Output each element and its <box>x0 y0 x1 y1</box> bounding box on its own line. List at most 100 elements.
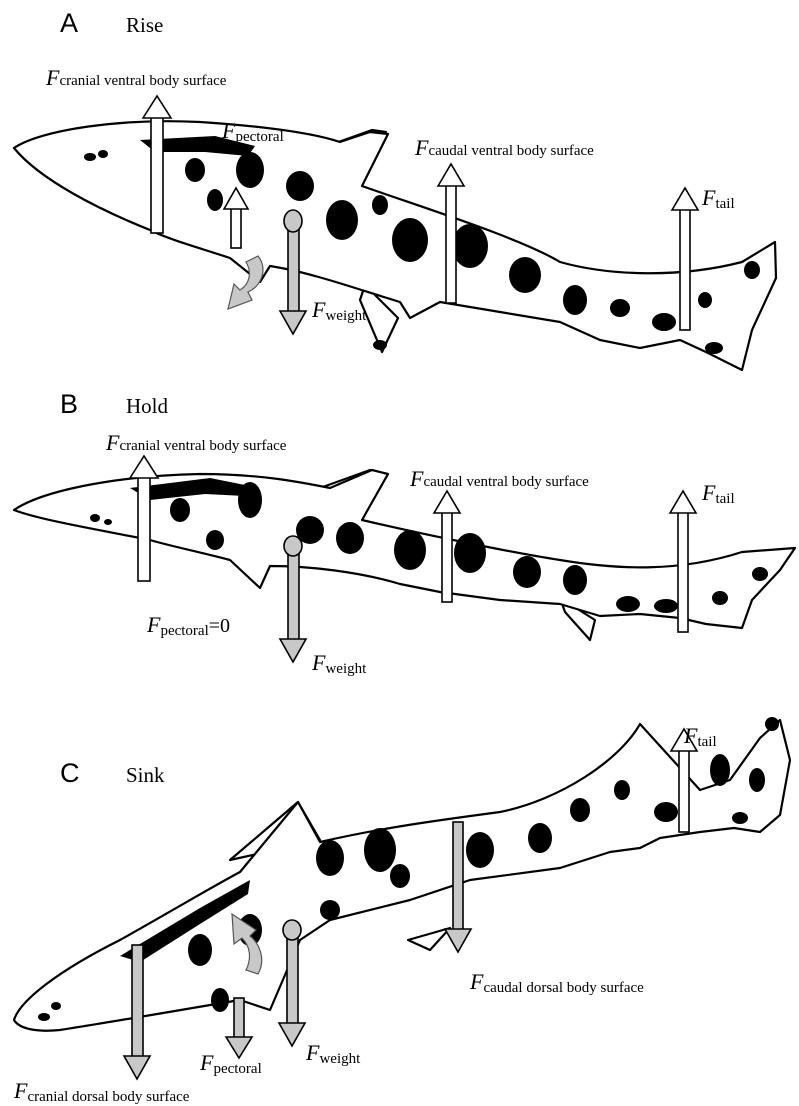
spot <box>752 567 768 581</box>
spot <box>316 840 344 876</box>
spot <box>392 218 428 262</box>
label-tail: Ftail <box>701 185 735 212</box>
label-weight: Fweight <box>311 650 367 677</box>
spot <box>51 1002 61 1010</box>
arrow-shaft <box>132 945 143 1057</box>
spot <box>394 530 426 570</box>
center-of-mass-marker <box>283 920 301 940</box>
arrow-shaft <box>680 209 690 330</box>
spot <box>373 340 387 350</box>
panel-b-letter: B <box>60 389 78 419</box>
shark-body-rise <box>14 121 776 370</box>
arrow-shaft <box>679 750 689 832</box>
label-tail: Ftail <box>701 480 735 507</box>
panel-a-title: Rise <box>126 13 163 37</box>
label-caudal-ventral: Fcaudal ventral body surface <box>414 135 594 160</box>
label-cranial-ventral: Fcranial ventral body surface <box>45 65 227 90</box>
spot <box>654 599 678 613</box>
spot <box>744 261 760 279</box>
spot <box>563 285 587 315</box>
label-tail: Ftail <box>683 723 717 750</box>
spot <box>563 565 587 595</box>
arrow-head <box>434 491 460 513</box>
spot <box>765 717 779 731</box>
panel-b-title: Hold <box>126 394 169 418</box>
spot <box>710 754 730 786</box>
spot <box>509 257 541 293</box>
label-weight: Fweight <box>311 297 367 324</box>
label-cranial-dorsal: Fcranial dorsal body surface <box>13 1078 190 1105</box>
pelvic-fin <box>408 928 450 950</box>
spot <box>364 828 396 872</box>
arrow-shaft <box>151 117 163 233</box>
shark-spots <box>84 136 760 354</box>
spot <box>705 342 723 354</box>
arrow-shaft <box>287 930 298 1024</box>
arrow-shaft <box>453 822 463 930</box>
panel-c-title: Sink <box>126 763 165 787</box>
arrow-head <box>670 491 696 513</box>
spot <box>185 158 205 182</box>
spot <box>654 802 678 822</box>
spot <box>698 292 712 308</box>
spot <box>616 596 640 612</box>
label-pectoral: Fpectoral <box>221 118 284 145</box>
spot <box>170 498 190 522</box>
spot <box>454 533 486 573</box>
spot <box>84 153 96 161</box>
center-of-mass-marker <box>284 536 302 556</box>
arrow-head <box>672 188 698 210</box>
arrow-shaft <box>231 208 241 248</box>
arrow-shaft <box>234 998 244 1038</box>
spot <box>390 864 410 888</box>
spot <box>732 812 748 824</box>
label-pectoral-zero: Fpectoral=0 <box>146 612 230 639</box>
spot <box>652 313 676 331</box>
panel-sink: C Sink <box>13 717 790 1105</box>
arrow-head <box>445 929 471 952</box>
spot <box>610 299 630 317</box>
label-pectoral: Fpectoral <box>199 1050 262 1077</box>
center-of-mass-marker <box>284 210 302 232</box>
spot <box>452 224 488 268</box>
spot <box>188 934 212 966</box>
spot <box>326 200 358 240</box>
spot <box>466 832 494 868</box>
spot <box>238 482 262 518</box>
label-caudal-dorsal: Fcaudal dorsal body surface <box>469 969 644 996</box>
spot <box>336 522 364 554</box>
arrow-shaft <box>446 185 456 303</box>
arrow-head <box>226 1037 252 1058</box>
arrow-shaft <box>442 512 452 602</box>
arrow-head <box>438 164 464 186</box>
arrow-shaft <box>138 477 150 581</box>
label-caudal-ventral: Fcaudal ventral body surface <box>409 466 589 491</box>
arrow-head <box>130 456 158 478</box>
spot <box>286 171 314 201</box>
label-weight: Fweight <box>305 1040 361 1067</box>
arrow-head <box>279 1023 305 1046</box>
spot <box>38 1013 50 1021</box>
spot <box>90 514 100 522</box>
spot <box>528 823 552 853</box>
panel-hold: B Hold <box>14 389 795 677</box>
arrow-head <box>124 1056 150 1079</box>
arrow-shaft <box>288 222 299 312</box>
label-cranial-ventral: Fcranial ventral body surface <box>105 430 287 455</box>
spot <box>320 900 340 920</box>
arrow-head <box>280 311 306 334</box>
spot <box>206 530 224 550</box>
arrow-head <box>280 639 306 662</box>
spot <box>211 988 229 1012</box>
panel-c-letter: C <box>60 758 80 788</box>
arrow-shaft <box>678 512 688 632</box>
spot <box>236 152 264 188</box>
arrow-shaft <box>288 548 299 640</box>
spot <box>570 798 590 822</box>
spot <box>98 150 108 158</box>
spot <box>513 556 541 588</box>
panel-rise: A Rise <box>14 8 776 370</box>
spot <box>749 768 765 792</box>
panel-a-letter: A <box>60 8 78 38</box>
